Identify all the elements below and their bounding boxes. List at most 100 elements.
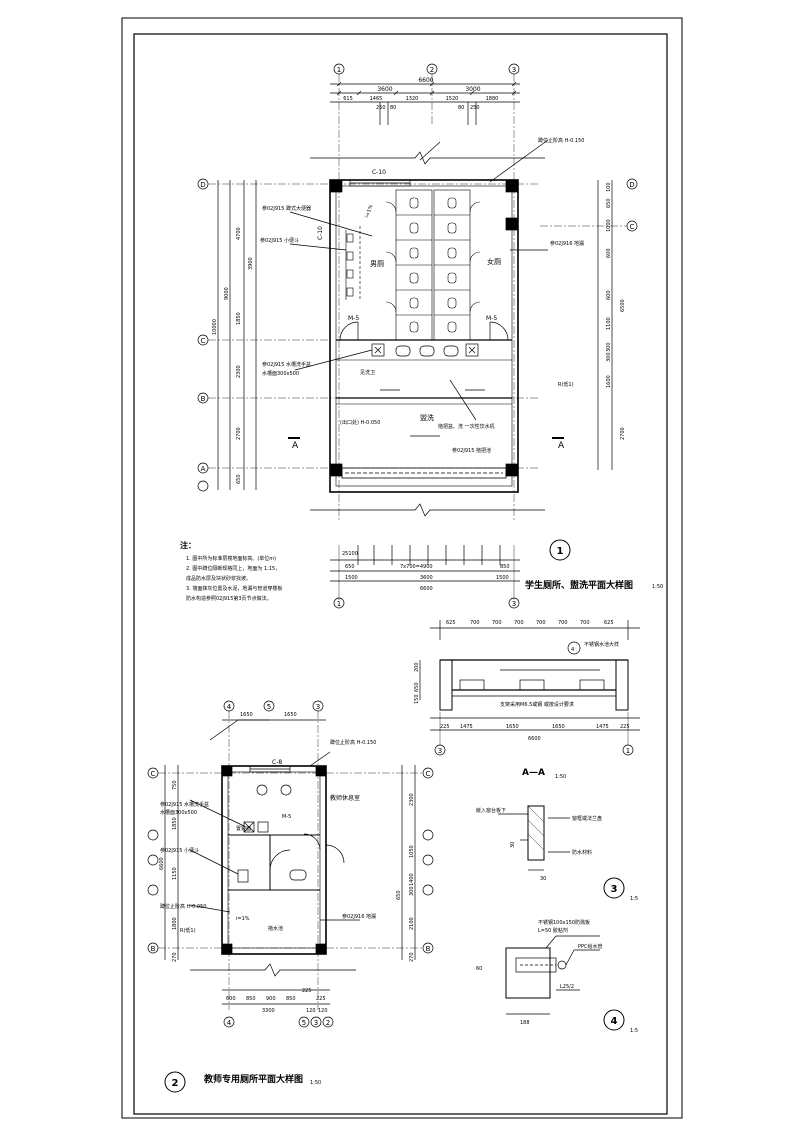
- grid-B-p2: B: [151, 945, 156, 953]
- plan-2-index: 2: [172, 1078, 179, 1089]
- p2-dim-left-0: 750: [172, 780, 178, 790]
- p2-dim-right-0: 2300: [409, 793, 415, 806]
- section-a-a-text: 625 700 700 700 700 700 700 625 200 650 …: [414, 620, 630, 780]
- pos-wash: 见洗卫: [360, 369, 375, 376]
- dim-right-7: 300: [606, 342, 612, 352]
- p2-basin-size: 水槽面300x500: [160, 809, 197, 816]
- plan-1-student-toilet: [197, 63, 638, 609]
- ref-floor-drain: 参02J916 地漏: [550, 240, 584, 247]
- p2-grid-bot-3: 2: [326, 1019, 330, 1027]
- plan-2-title: 教师专用厕所平面大样图: [203, 1073, 303, 1085]
- d3-scale: 1:5: [630, 896, 638, 902]
- sec-dim-top-7: 625: [604, 620, 614, 626]
- grid-D-label: D: [200, 181, 205, 189]
- dim-bot-6: 1500: [496, 575, 509, 581]
- axis-A-right: A: [558, 441, 565, 451]
- label-male: 男厕: [370, 260, 384, 268]
- p2-dim-right-3: 300: [409, 886, 415, 896]
- p2-dim-left-3: 1800: [172, 917, 178, 930]
- p2-dim-bot-8: 120: [318, 1008, 328, 1014]
- grid-B-label: B: [201, 395, 206, 403]
- p2-m5: M-5: [282, 814, 291, 820]
- sec-dim-top-6: 700: [580, 620, 590, 626]
- dim-left-6: 2700: [236, 427, 242, 440]
- p2-dim-left-2: 1150: [172, 867, 178, 880]
- d4-label-2: L=50 胶粘剂: [538, 927, 568, 934]
- dim-right-5: 1100: [606, 317, 612, 330]
- d3-dim-1: 30: [510, 842, 516, 848]
- sec-dim-top-0: 625: [446, 620, 456, 626]
- p2-dim-left-1: 1850: [172, 817, 178, 830]
- dim-right-8: 300: [606, 352, 612, 362]
- dim-right-10: 2700: [620, 427, 626, 440]
- p2-dim-left-4: 6600: [159, 857, 165, 870]
- p2-dim-right-6: 270: [409, 952, 415, 962]
- grid-3-label: 3: [512, 66, 516, 74]
- p2-ref-urinal: 参02J915 小便斗: [160, 847, 199, 854]
- grid-C-label: C: [201, 337, 206, 345]
- p2-dim-bot-2: 900: [266, 996, 276, 1002]
- p2-dim-right-2: 1400: [409, 873, 415, 886]
- d4-label-1: 不锈钢100x150防溅板: [538, 919, 590, 926]
- p2-slope: i=1%: [236, 916, 250, 922]
- dim-r2-0: 615: [343, 96, 353, 102]
- dim-bot-0: 25100: [342, 551, 358, 557]
- grid-D-right: D: [629, 181, 634, 189]
- p2-dim-bot-0: 600: [226, 996, 236, 1002]
- sec-dim-bot-4: 1475: [596, 724, 609, 730]
- sec-note-basin: 支架采用M6.5或钢 或按设计要求: [500, 701, 574, 708]
- sec-title: A—A: [522, 768, 545, 778]
- d3-label-2: 窗框或法兰盘: [572, 815, 602, 822]
- p2-grid-bot-0: 4: [227, 1019, 232, 1027]
- p2-grid-bot-2: 3: [314, 1019, 318, 1027]
- p2-dim-bot-6: 3300: [262, 1008, 275, 1014]
- grid-3-bottom: 3: [512, 600, 516, 608]
- detail-4: [505, 935, 625, 1031]
- grid-3b-label: 3: [316, 703, 320, 711]
- plan-1-text: 1 2 3 6600 3600 3000 615 1465 1320 1520 …: [200, 66, 663, 608]
- dim-left-5: 2300: [236, 365, 242, 378]
- p2-dim-right-1: 1050: [409, 845, 415, 858]
- grid-1-bottom: 1: [337, 600, 341, 608]
- grid-C-p2: C: [151, 770, 156, 778]
- note-line-1: 1. 图中所为标准层楼地面标高。(单位m): [186, 555, 276, 562]
- p2-dim-top-1: 1650: [284, 712, 297, 718]
- section-a-a: [419, 620, 640, 756]
- dim-left-3: 1850: [236, 312, 242, 325]
- sec-dim-bot-1: 1475: [460, 724, 473, 730]
- inner-frame: [133, 33, 668, 1115]
- dim-right-3: 600: [606, 248, 612, 258]
- dim-bot-1: 650: [345, 564, 355, 570]
- p2-c8: C-8: [272, 759, 282, 766]
- grid-C-p2-right: C: [426, 770, 431, 778]
- door-exit: (出口处) H-0.050: [340, 419, 380, 426]
- sec-dim-bot-2: 1650: [506, 724, 519, 730]
- p2-dim-left-5: 270: [172, 952, 178, 962]
- dim-left-2: 9000: [224, 287, 230, 300]
- p2-pos: 拖水池: [268, 925, 283, 932]
- note-line-4: 3. 墙面抹灰位置及水泥，地漏与管道穿楼板: [186, 585, 282, 592]
- ref-wc: 参02J915 蹲式大便器: [262, 205, 311, 212]
- label-m5-right: M-5: [486, 315, 497, 322]
- notes-block: 注： 1. 图中所为标准层楼地面标高。(单位m) 2. 图中蹲位隔断规格同上，地…: [180, 540, 282, 602]
- plan-1-title: 学生厕所、盥洗平面大样图: [525, 579, 633, 591]
- dim-left-4: 10000: [212, 319, 218, 335]
- p2-teacher-room: 教师休息室: [330, 794, 360, 802]
- dim-bot-2: 7x700=4900: [400, 564, 433, 570]
- note-line-3: 成品防水层及块状砂浆找坡。: [186, 575, 251, 582]
- p2-drain: 参02J916 地漏: [342, 913, 376, 920]
- label-wash: 盥洗: [420, 413, 434, 422]
- dim-r3-1: 80: [390, 105, 396, 111]
- plan-2-teacher-toilet: [147, 700, 434, 1093]
- d3-label-3: 防水材料: [572, 849, 592, 856]
- grid-2-label: 2: [430, 66, 434, 74]
- dim-r3-3: 250: [470, 105, 480, 111]
- label-female: 女厕: [487, 257, 501, 266]
- d3-label-1: 嵌入窗台板下: [476, 807, 506, 814]
- grid-C-right: C: [630, 223, 635, 231]
- label-m5-left: M-5: [348, 315, 359, 322]
- sec-grid-left: 3: [438, 747, 442, 755]
- p2-dim-bot-3: 850: [286, 996, 296, 1002]
- sec-dim-top-4: 700: [536, 620, 546, 626]
